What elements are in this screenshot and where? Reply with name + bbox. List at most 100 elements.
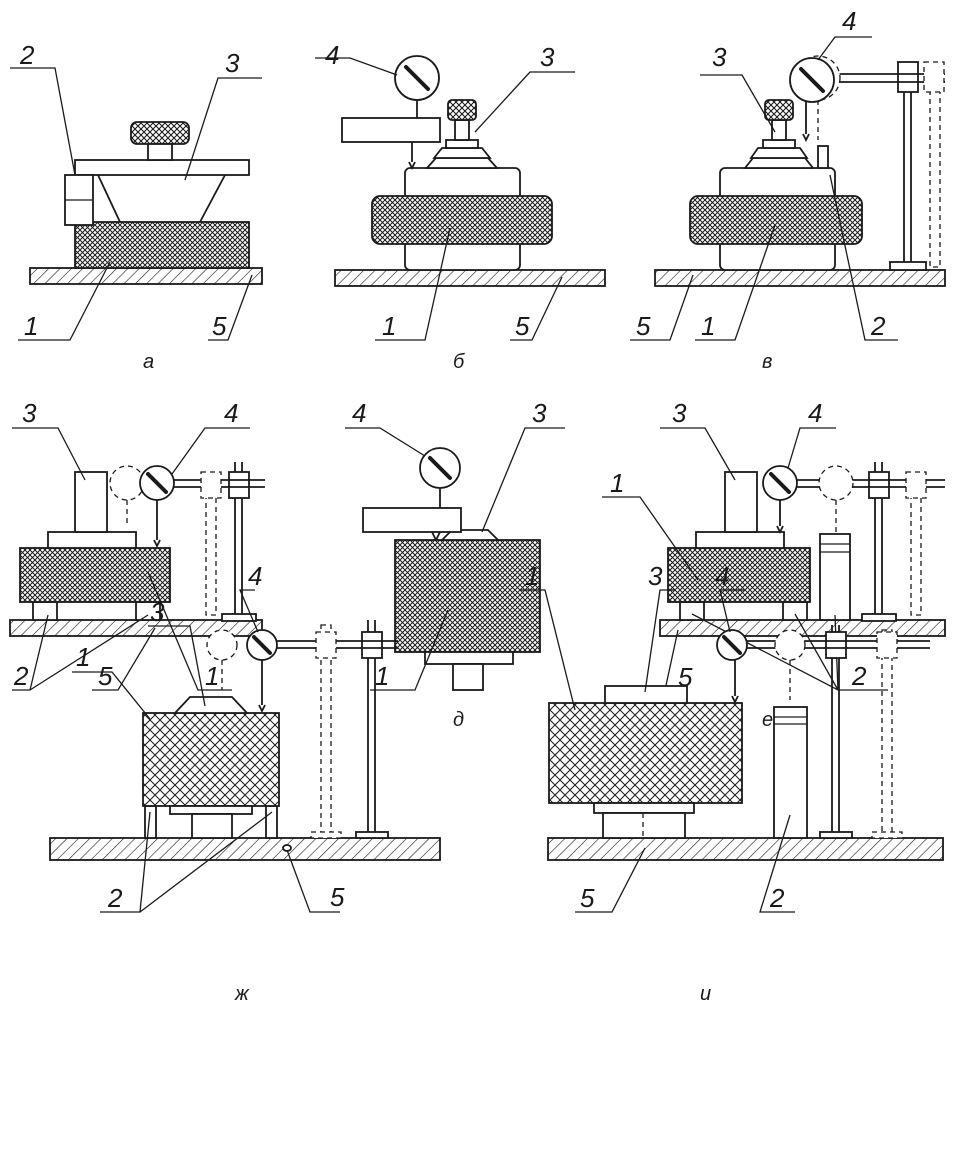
label-5: 5 [580, 883, 595, 913]
part-3 [74, 471, 108, 533]
stand-foot [819, 831, 853, 839]
workpiece [394, 539, 541, 653]
support-left [679, 601, 705, 621]
gauge-block [819, 533, 851, 621]
leader-1 [147, 571, 232, 691]
label-1: 1 [610, 468, 624, 498]
leader-3 [474, 71, 575, 133]
dial-ghost [774, 629, 806, 661]
part-3 [724, 471, 758, 533]
workpiece-shank [191, 813, 233, 839]
stand-ghost [929, 71, 941, 268]
panel-g: 3 4 2 5 1 г [9, 398, 265, 731]
label-2: 2 [870, 311, 886, 341]
label-3: 3 [532, 398, 547, 428]
support-left [144, 805, 157, 839]
leader-5 [92, 627, 156, 691]
indicator-holder [341, 117, 441, 143]
base-plate [334, 269, 606, 287]
leader-4 [171, 427, 250, 475]
stand-clamp [868, 471, 890, 499]
label-5: 5 [330, 882, 345, 912]
panel-e: 3 4 1 5 2 е [602, 398, 946, 731]
leader-3 [644, 589, 675, 693]
base-plate [29, 267, 263, 285]
label-4: 4 [842, 6, 856, 36]
label-1: 1 [205, 661, 219, 691]
leader-2 [12, 614, 149, 691]
caption-a: а [143, 351, 154, 373]
dial-needle [799, 67, 825, 93]
stand-ghost [910, 489, 922, 616]
leader-1 [520, 589, 576, 711]
workpiece [19, 547, 171, 603]
panel-zh: 3 4 1 2 5 ж [49, 561, 441, 1005]
label-3: 3 [648, 561, 663, 591]
label-3: 3 [540, 42, 555, 72]
leader-2 [759, 814, 795, 913]
dial-ghost [109, 465, 145, 501]
leader-2 [829, 174, 898, 341]
stand-foot [889, 261, 927, 271]
dial-ghost [818, 465, 854, 501]
dial-needle [252, 635, 272, 655]
leader-1 [18, 261, 111, 341]
label-2: 2 [851, 661, 867, 691]
label-2: 2 [107, 883, 123, 913]
panel-b: 4 3 1 5 б [315, 40, 606, 373]
dial-needle [146, 472, 168, 494]
label-5: 5 [515, 311, 530, 341]
leader-1 [695, 224, 776, 341]
leader-5 [575, 847, 646, 913]
dial-needle [404, 65, 430, 91]
workpiece [371, 195, 553, 245]
leader-3 [148, 625, 206, 707]
label-1: 1 [525, 561, 539, 591]
leader-4 [719, 589, 745, 633]
base-plate [654, 269, 946, 287]
leader-4 [345, 427, 426, 457]
stand-clamp [361, 631, 383, 659]
label-4: 4 [808, 398, 822, 428]
support-right [265, 805, 278, 839]
panel-i: 1 3 4 5 2 и [520, 561, 944, 1005]
leader-3 [481, 427, 565, 533]
panel-d: 4 3 1 д [345, 398, 565, 731]
label-4: 4 [224, 398, 238, 428]
label-4: 4 [352, 398, 366, 428]
support-right [782, 601, 808, 621]
stand-ghost [320, 624, 332, 834]
label-5: 5 [98, 661, 113, 691]
leader-5 [664, 629, 679, 691]
leader-3 [660, 427, 736, 481]
label-2: 2 [769, 883, 785, 913]
leader-4 [817, 36, 872, 61]
stand-ghost [881, 629, 893, 834]
workpiece [548, 702, 743, 804]
leader-3 [700, 74, 776, 133]
stand-foot [861, 613, 897, 622]
stand-clamp [228, 471, 250, 499]
label-3: 3 [712, 42, 727, 72]
leader-4 [787, 427, 836, 469]
fixture-legs [97, 174, 226, 223]
dial-needle [428, 456, 452, 480]
label-1: 1 [24, 311, 38, 341]
workpiece [74, 221, 250, 269]
dial-ghost [206, 629, 238, 661]
caption-zh: ж [234, 983, 250, 1005]
stand-clamp [897, 61, 919, 93]
workpiece [142, 712, 280, 807]
caption-e: е [762, 709, 773, 731]
leader-3 [184, 77, 262, 181]
leader-5 [208, 274, 253, 341]
leader-1 [602, 496, 699, 581]
caption-b: б [453, 351, 465, 373]
label-1: 1 [382, 311, 396, 341]
label-3: 3 [225, 48, 240, 78]
leader-2 [10, 67, 76, 176]
base-plate [547, 837, 944, 861]
label-3: 3 [150, 597, 165, 627]
